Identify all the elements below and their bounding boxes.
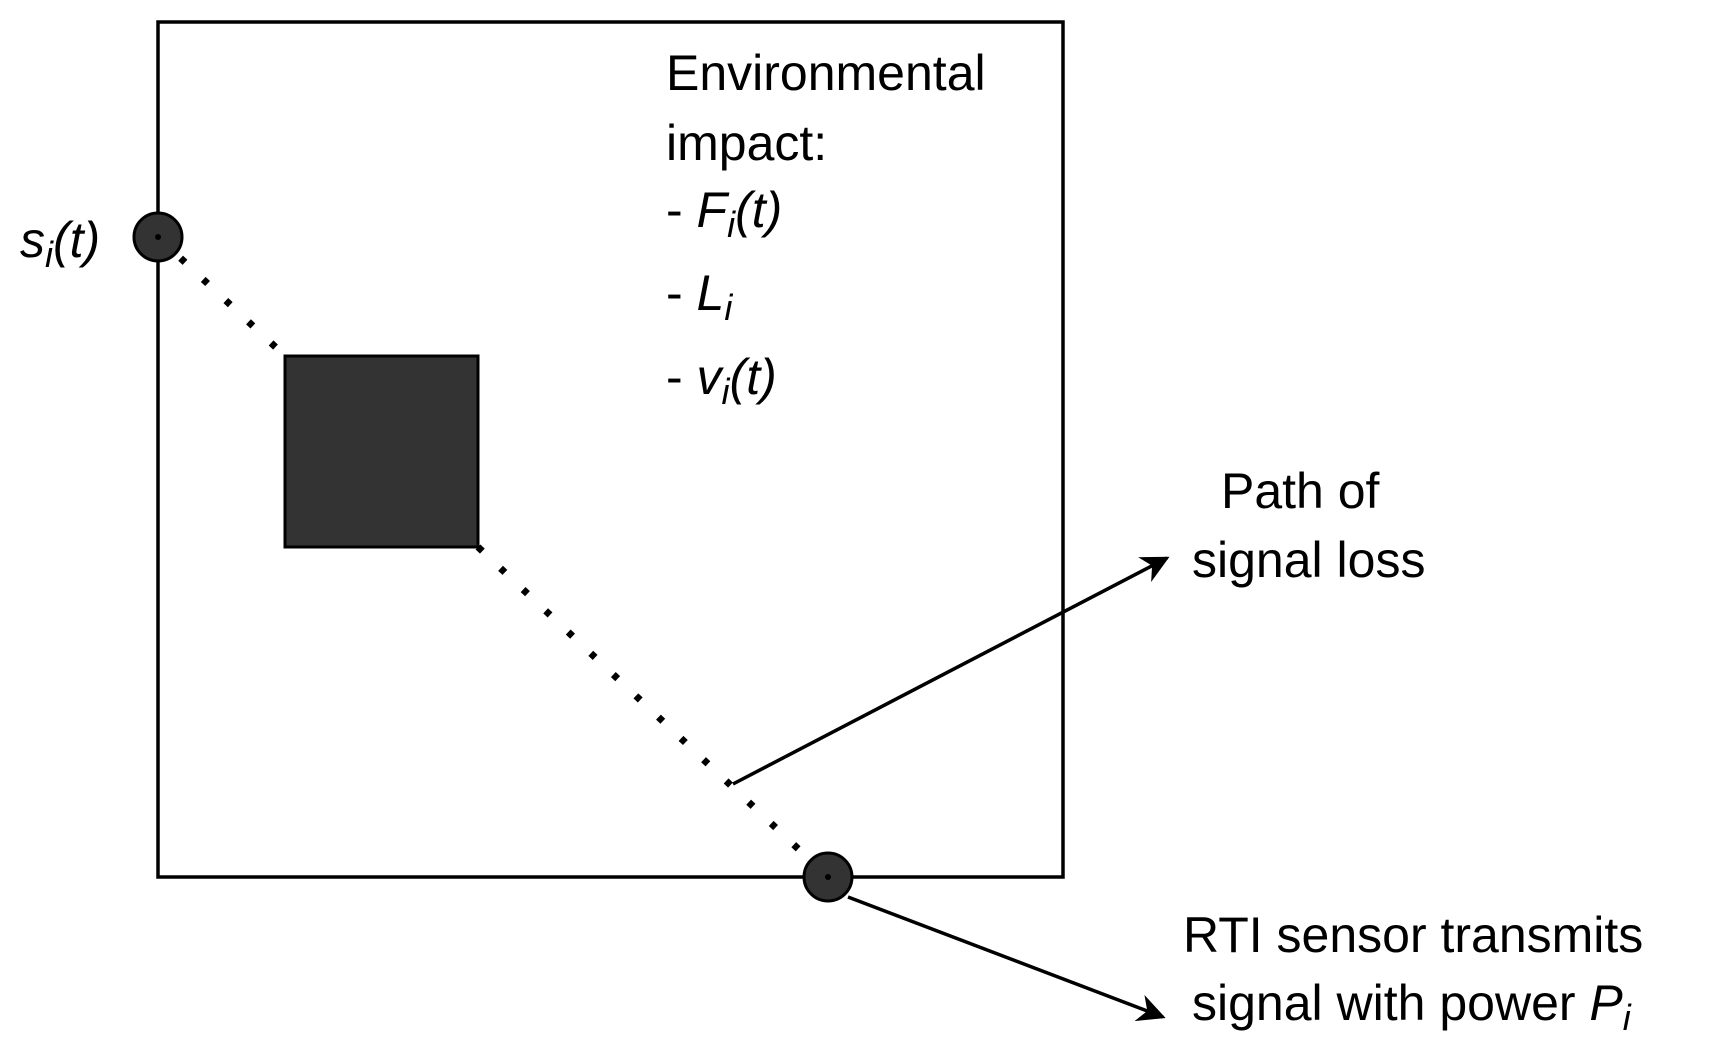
env-item-velocity-suffix: (t)	[729, 349, 777, 405]
rti-arrow	[847, 895, 1166, 1022]
environment-boundary	[156, 20, 1065, 879]
rti-label-line-1: RTI sensor transmits	[1183, 907, 1644, 963]
environmental-title-line-1: Environmental	[666, 45, 986, 101]
env-item-force: - Fi(t)	[666, 182, 783, 243]
env-item-l: - Li	[666, 265, 732, 326]
env-item-velocity-sub: i	[721, 371, 730, 412]
env-item-l-sub: i	[724, 287, 733, 328]
rti-label-line-2-sub: i	[1622, 997, 1631, 1038]
env-item-l-base: L	[696, 265, 725, 321]
path-loss-label-line-2: signal loss	[1192, 532, 1426, 588]
path-loss-label-line-1: Path of	[1221, 463, 1380, 519]
sensor-top-label-base: s	[20, 212, 45, 268]
env-item-force-suffix: (t)	[735, 182, 783, 238]
rti-label-line-2-base: P	[1589, 975, 1623, 1031]
env-item-velocity-base: v	[696, 349, 722, 405]
obstacle-block	[283, 354, 480, 549]
env-item-force-sub: i	[727, 204, 736, 245]
rti-label-line-2-text: signal with power	[1192, 975, 1590, 1031]
environmental-title-line-2: impact:	[666, 115, 828, 171]
sensor-node-top-center	[155, 234, 161, 240]
signal-path-segment-upper	[155, 234, 288, 359]
env-item-l-prefix: -	[666, 265, 697, 321]
env-item-force-prefix: -	[666, 182, 697, 238]
sensor-top-label: si(t)	[20, 212, 101, 273]
env-item-velocity: - vi(t)	[666, 349, 777, 410]
sensor-top-label-sub: i	[45, 234, 53, 275]
rti-label-line-2: signal with power Pi	[1192, 975, 1631, 1036]
path-loss-arrow	[732, 556, 1170, 786]
sensor-node-bottom-center	[825, 874, 831, 880]
env-item-velocity-prefix: -	[666, 349, 697, 405]
env-item-force-base: F	[696, 182, 728, 238]
signal-path-segment-lower	[475, 544, 831, 880]
sensor-top-label-suffix: (t)	[53, 212, 101, 268]
